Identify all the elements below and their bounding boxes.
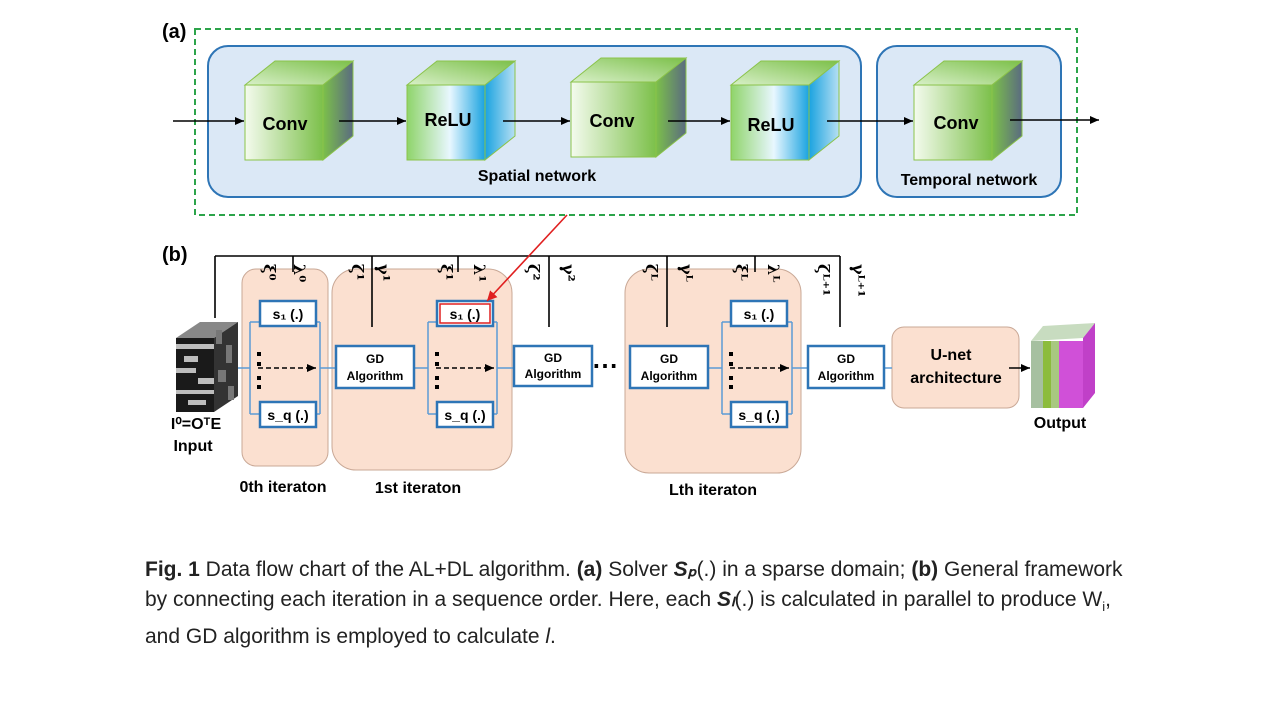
relu-block-1: ReLU bbox=[405, 59, 517, 162]
gd-label-2a: GD bbox=[544, 351, 562, 365]
sq-box-iter1 bbox=[435, 400, 495, 429]
output-label: Output bbox=[1034, 415, 1087, 432]
unet-label-line1: U-net bbox=[931, 347, 973, 364]
iteration-L-label: Lth iteraton bbox=[669, 482, 757, 499]
s-boxes: s₁ (.) s_q (.) s₁ (.) s_q (.) s₁ (.) s_q… bbox=[258, 299, 789, 429]
lambda0-label: λ⁰ bbox=[290, 264, 309, 282]
algorithm-diagram: (a) Spatial network Temporal network Con… bbox=[162, 21, 1099, 499]
gd-label-L1b: Algorithm bbox=[818, 369, 875, 383]
s1-label-iterL: s₁ (.) bbox=[744, 306, 775, 322]
zetaL1-label: ζᴸ⁺¹ bbox=[814, 264, 833, 296]
input-image bbox=[176, 322, 238, 412]
xi1-label: ξ¹ bbox=[437, 264, 456, 280]
relu-label-1: ReLU bbox=[424, 110, 471, 130]
sq-label-iter1: s_q (.) bbox=[444, 407, 485, 423]
conv-block-temporal: Conv bbox=[912, 59, 1024, 162]
caption-l: l bbox=[545, 625, 551, 649]
s1-box-iter1 bbox=[435, 299, 495, 328]
s1-label-iter0: s₁ (.) bbox=[273, 306, 304, 322]
zetaL-label: ζᴸ bbox=[642, 264, 661, 281]
input-formula: I⁰=OᵀE bbox=[171, 416, 222, 433]
sq-label-iterL: s_q (.) bbox=[738, 407, 779, 423]
gammaL-label: γᴸ bbox=[677, 264, 696, 282]
caption-text-5: (.) is calculated in parallel to produce… bbox=[734, 588, 1103, 611]
feedback-lines bbox=[214, 255, 841, 327]
xiL-label: ξᴸ bbox=[732, 264, 751, 281]
gamma1-label: γ¹ bbox=[374, 264, 393, 282]
iteration-ellipsis: ⋯ bbox=[592, 350, 618, 380]
gd-boxes: GD Algorithm GD Algorithm GD Algorithm G… bbox=[334, 344, 886, 390]
gd-label-1b: Algorithm bbox=[347, 369, 404, 383]
caption-wi: i bbox=[1102, 599, 1106, 615]
output-image bbox=[1031, 323, 1095, 408]
caption-text-1: Data flow chart of the AL+DL algorithm. bbox=[199, 558, 577, 581]
caption-text-2: Solver bbox=[602, 558, 674, 581]
conv-block-1: Conv bbox=[243, 59, 355, 162]
gd-label-La: GD bbox=[660, 352, 678, 366]
relu-label-2: ReLU bbox=[747, 115, 794, 135]
input-label: Input bbox=[173, 438, 213, 455]
caption-part-b: (b) bbox=[911, 558, 939, 581]
caption-text-3: (.) in a sparse domain; bbox=[696, 558, 912, 581]
conv-block-2: Conv bbox=[569, 56, 688, 159]
xi0-label: ξ⁰ bbox=[260, 264, 279, 280]
lambda1-label: λ¹ bbox=[470, 264, 489, 282]
panel-b-label: (b) bbox=[162, 244, 188, 266]
relu-block-2: ReLU bbox=[729, 59, 841, 162]
caption-fig-label: Fig. 1 bbox=[145, 558, 200, 581]
caption-sl: Sₗ bbox=[717, 588, 735, 611]
gammaL1-label: γᴸ⁺¹ bbox=[849, 264, 868, 297]
zeta2-label: ζ² bbox=[524, 264, 543, 280]
caption-text-6: , and GD algorithm is employed to calcul… bbox=[145, 588, 1111, 649]
s1-box-iterL bbox=[729, 299, 789, 328]
sq-label-iter0: s_q (.) bbox=[267, 407, 308, 423]
s1-highlight-red bbox=[439, 303, 491, 324]
gd-label-1a: GD bbox=[366, 352, 384, 366]
gd-box-2 bbox=[512, 344, 594, 388]
s1-box-iter0 bbox=[258, 299, 318, 328]
gd-box-L1 bbox=[806, 344, 886, 390]
unet-label-line2: architecture bbox=[910, 370, 1002, 387]
iteration-1-label: 1st iteraton bbox=[375, 480, 461, 497]
greek-labels: ξ⁰ λ⁰ ζ¹ γ¹ ξ¹ λ¹ ζ² γ² ζᴸ γᴸ ξᴸ λᴸ ζᴸ⁺¹… bbox=[260, 264, 868, 297]
lambdaL-label: λᴸ bbox=[764, 264, 783, 282]
s1-label-iter1: s₁ (.) bbox=[450, 306, 481, 322]
conv-label-1: Conv bbox=[263, 114, 308, 134]
gd-label-L1a: GD bbox=[837, 352, 855, 366]
gd-box-L bbox=[628, 344, 710, 390]
figure-caption: Fig. 1 Data flow chart of the AL+DL algo… bbox=[145, 555, 1125, 652]
iteration-0-label: 0th iteraton bbox=[239, 479, 326, 496]
conv-label-3: Conv bbox=[934, 113, 979, 133]
spatial-network-label: Spatial network bbox=[478, 168, 596, 185]
zeta1-label: ζ¹ bbox=[348, 264, 367, 280]
caption-text-4: General framework by connecting each ite… bbox=[145, 558, 1123, 611]
vertical-dots bbox=[257, 352, 733, 389]
temporal-network-label: Temporal network bbox=[901, 172, 1038, 189]
gd-label-Lb: Algorithm bbox=[641, 369, 698, 383]
gd-label-2b: Algorithm bbox=[525, 367, 582, 381]
gd-box-1 bbox=[334, 344, 416, 390]
caption-part-a: (a) bbox=[576, 558, 603, 581]
panel-a-dashed-frame bbox=[194, 28, 1078, 216]
conv-label-2: Conv bbox=[590, 111, 635, 131]
panel-a-arrows bbox=[173, 116, 1099, 125]
gamma2-label: γ² bbox=[559, 264, 578, 282]
sq-box-iter0 bbox=[258, 400, 318, 429]
caption-text-7: . bbox=[550, 625, 556, 649]
unet-box bbox=[891, 326, 1020, 409]
red-zoom-arrow bbox=[486, 214, 568, 302]
panel-a-label: (a) bbox=[162, 21, 186, 43]
caption-sp: Sₚ bbox=[673, 558, 697, 581]
sq-box-iterL bbox=[729, 400, 789, 429]
